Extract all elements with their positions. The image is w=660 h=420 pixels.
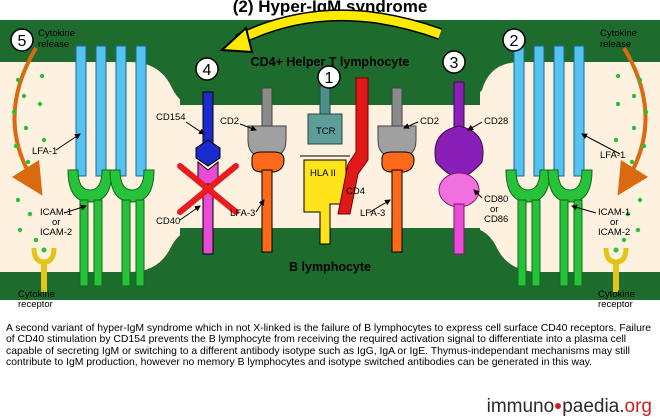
- left-cd2-lfa3: [247, 87, 287, 253]
- cd154-label: CD154: [156, 112, 186, 123]
- cd4-label: CD4: [346, 186, 365, 197]
- logo-text-3: org: [624, 396, 652, 417]
- step-number-2: 2: [510, 33, 519, 50]
- lfa3-left-label: LFA-3: [230, 208, 255, 219]
- step-number-1: 1: [325, 70, 334, 87]
- step-marker-2: 2: [502, 28, 526, 52]
- step-number-4: 4: [203, 62, 212, 79]
- cd28-molecule: [434, 81, 484, 179]
- cd2-right-label: CD2: [420, 116, 439, 127]
- no-binding-cross: [177, 163, 239, 215]
- cd4-molecule: [337, 77, 369, 215]
- left-cytokine-receptor: [31, 247, 57, 292]
- left-lfa1-label: LFA-1: [32, 146, 57, 157]
- right-release-arrow: [617, 46, 649, 196]
- step-marker-5: 5: [10, 28, 34, 52]
- page-title: (2) Hyper-IgM syndrome: [232, 0, 428, 16]
- t-cell-label: CD4+ Helper T lymphocyte: [251, 55, 410, 69]
- logo-text-1: immuno: [486, 396, 555, 417]
- step-number-3: 3: [450, 55, 459, 72]
- caption-paragraph: A second variant of hyper-IgM syndrome w…: [6, 323, 652, 368]
- cd154-molecule: [195, 91, 221, 167]
- left-release-arrow: [11, 46, 43, 196]
- b-cell-label: B lymphocyte: [289, 260, 371, 274]
- logo-text-2: paedia: [562, 396, 620, 417]
- step-marker-4: 4: [195, 57, 219, 81]
- cd40-label: CD40: [156, 216, 180, 227]
- right-cytokine-receptor: [603, 247, 629, 292]
- cd28-label: CD28: [484, 116, 508, 127]
- step-marker-3: 3: [442, 50, 466, 74]
- cd80-molecule: [438, 172, 480, 255]
- hla2-label: HLA II: [310, 168, 336, 179]
- left-lfa1-icam-complex: [67, 45, 155, 287]
- step-number-5: 5: [18, 33, 27, 50]
- right-lfa1-label: LFA-1: [600, 150, 625, 161]
- logo-dot: [555, 403, 562, 409]
- tcr-molecule: [307, 85, 343, 145]
- right-lfa1-icam-complex: [505, 45, 593, 287]
- cd2-left-label: CD2: [220, 116, 239, 127]
- cytokine-dots: [11, 73, 649, 243]
- step-marker-1: 1: [317, 65, 341, 89]
- lfa3-right-label: LFA-3: [360, 208, 385, 219]
- right-cd2-lfa3: [377, 87, 417, 253]
- tcr-label: TCR: [316, 126, 336, 137]
- immune-synapse-diagram: 1 2 3 4 5 CD4+ Helper T lymphocyte B lym…: [0, 9, 660, 310]
